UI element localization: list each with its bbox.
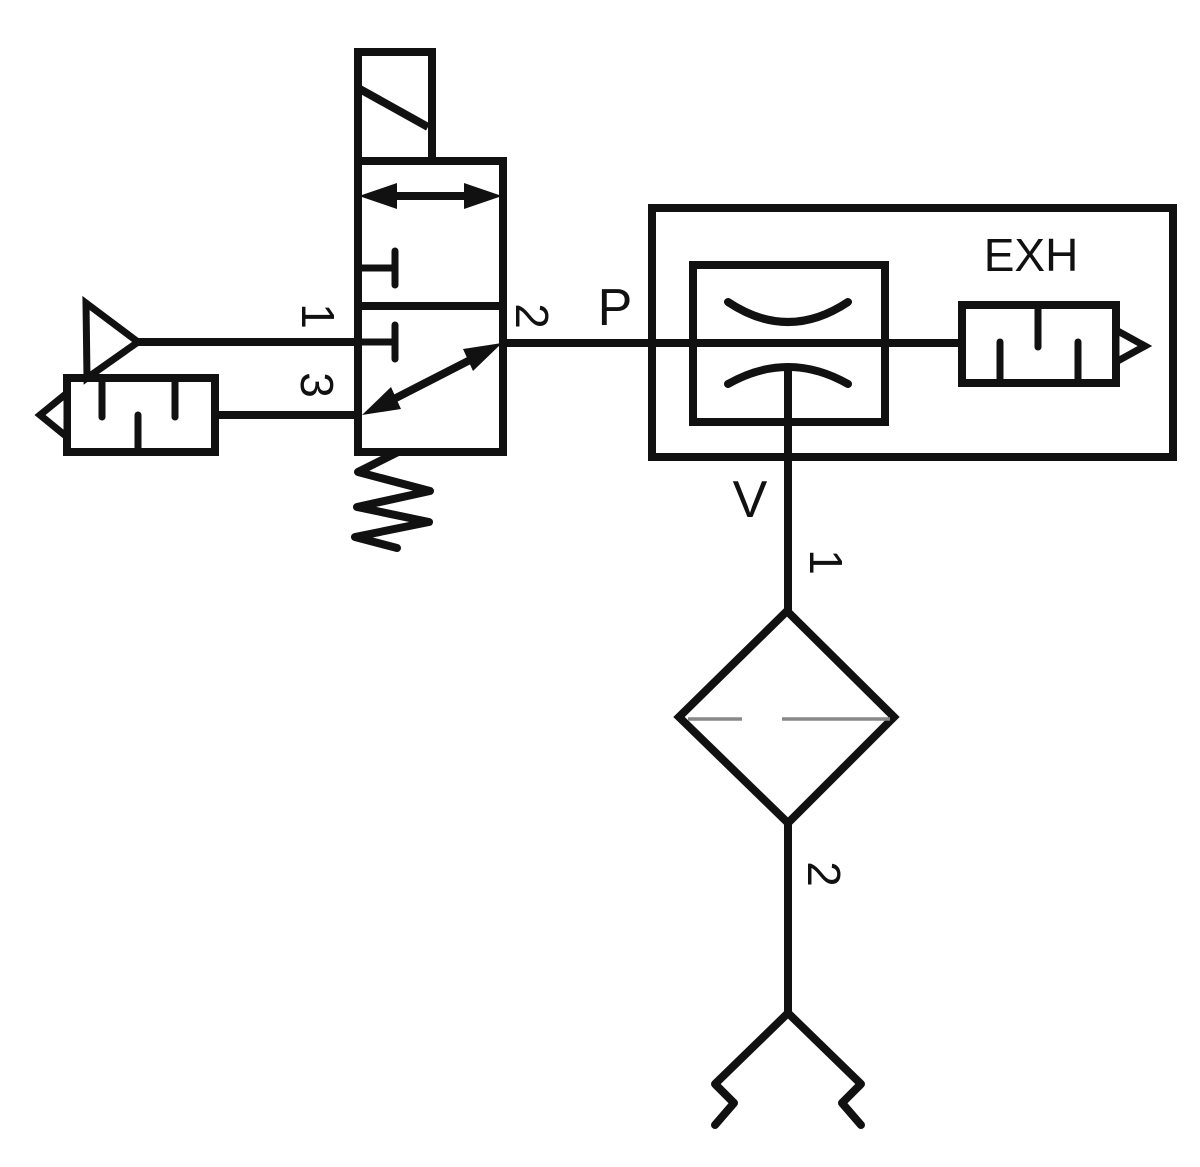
labels: 1 3 2 P EXH V 1 2 [291,229,1078,887]
flow-arrow-horizontal-icon [359,183,502,209]
silencer-left-icon [34,374,219,456]
valve-body [354,157,507,456]
filter-port-2-label: 2 [798,861,850,887]
valve-port-2-label: 2 [506,303,558,329]
silencer-left-outlet-triangle-icon [34,385,71,445]
filter-diamond-icon [673,605,900,829]
vacuum-generator-box [648,204,1177,461]
solenoid-valve [351,48,507,552]
flow-arrow-diagonal-icon [362,343,502,415]
blocked-port-icon [358,321,399,363]
blocked-port-icon [358,247,399,289]
valve-port-3-label: 3 [291,372,343,398]
exhaust-silencer-icon [958,301,1153,387]
exhaust-label: EXH [984,229,1079,281]
filter-port-1-label: 1 [800,549,852,575]
suction-cup-fork-icon [711,1009,865,1129]
vacuum-port-label: V [733,471,768,529]
silencer-right-outlet-triangle-icon [1112,324,1153,368]
valve-position-top [358,183,502,289]
exhaust-triangle-icon [82,295,144,385]
return-spring-icon [351,448,434,552]
valve-position-bottom [358,321,502,415]
valve-port-1-label: 1 [292,303,344,329]
solenoid-coil-icon [354,48,436,165]
pressure-port-label: P [598,279,633,337]
